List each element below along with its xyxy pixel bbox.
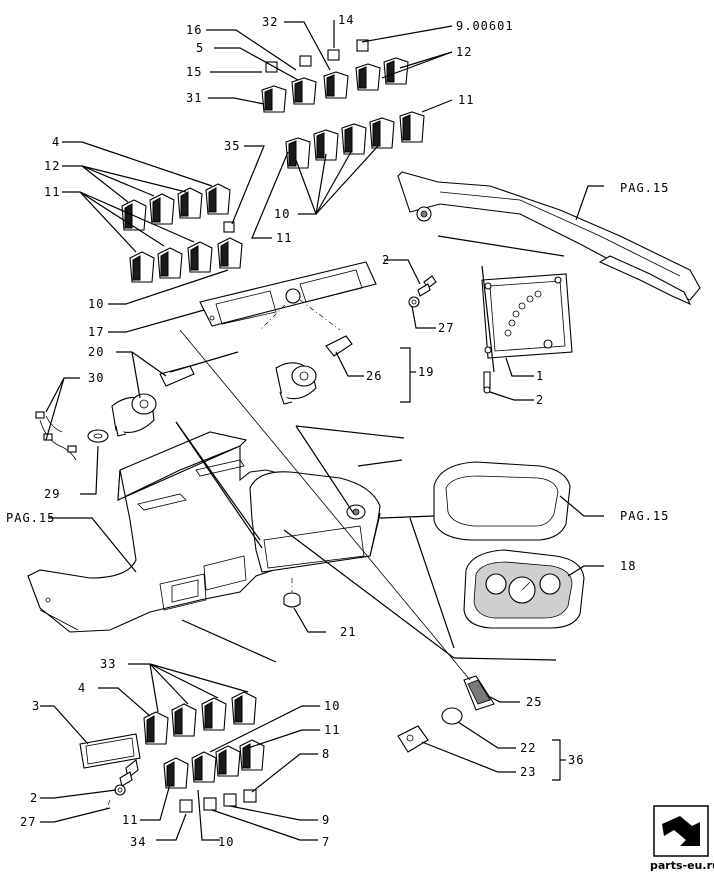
rocker-switch [285, 137, 311, 169]
callout-8: 8 [322, 747, 330, 761]
callout-19: 19 [418, 365, 434, 379]
small-plate [79, 733, 141, 811]
callout-30: 30 [88, 371, 104, 385]
callout-2: 2 [536, 393, 544, 407]
callout-27: 27 [20, 815, 36, 829]
callout-11: 11 [44, 185, 60, 199]
callout-15: 15 [186, 65, 202, 79]
next-page-arrow-icon[interactable] [653, 805, 709, 857]
callout-2: 2 [30, 791, 38, 805]
gauge-panel [481, 273, 573, 394]
callout-10: 10 [274, 207, 290, 221]
screw-and-washer [408, 275, 437, 308]
callout-7: 7 [322, 835, 330, 849]
callout-leaders [40, 20, 604, 841]
ignition-switch-left [111, 365, 195, 437]
callout-11: 11 [324, 723, 340, 737]
callout-20: 20 [88, 345, 104, 359]
callout-29: 29 [44, 487, 60, 501]
switch-symbol-cap-15 [265, 61, 278, 73]
callout-14: 14 [338, 13, 354, 27]
switch-symbol-cap-14 [327, 49, 340, 61]
callout-11: 11 [276, 231, 292, 245]
callout-21: 21 [340, 625, 356, 639]
switch-symbol-cap-900601 [356, 39, 369, 52]
callout-9-00601: 9.00601 [456, 19, 514, 33]
rubber-foot [283, 578, 301, 608]
callout-11: 11 [458, 93, 474, 107]
callout-35: 35 [224, 139, 240, 153]
callout-12: 12 [44, 159, 60, 173]
armrest-upper [397, 171, 701, 306]
switch-symbol-cap-5 [299, 55, 312, 67]
callout-pag-15: PAG.15 [620, 181, 669, 195]
callout-3: 3 [32, 699, 40, 713]
top-switch-cluster [261, 39, 425, 169]
callout-22: 22 [520, 741, 536, 755]
small-parts-right [397, 675, 495, 753]
rocker-switch [313, 129, 339, 161]
callout-32: 32 [262, 15, 278, 29]
callout-9: 9 [322, 813, 330, 827]
callout-2: 2 [382, 253, 390, 267]
callout-26: 26 [366, 369, 382, 383]
instrument-cluster [463, 549, 585, 629]
callout-10: 10 [324, 699, 340, 713]
bottom-switch-cluster [143, 691, 265, 813]
callout-18: 18 [620, 559, 636, 573]
callout-33: 33 [100, 657, 116, 671]
callout-10: 10 [88, 297, 104, 311]
rocker-switch [355, 63, 381, 91]
callout-17: 17 [88, 325, 104, 339]
instrument-cover [433, 461, 571, 541]
callout-27: 27 [438, 321, 454, 335]
callout-4: 4 [78, 681, 86, 695]
console-panel [27, 431, 381, 633]
callout-4: 4 [52, 135, 60, 149]
watermark: parts-eu.ru [650, 859, 714, 872]
rocker-switch [261, 85, 287, 113]
callout-36: 36 [568, 753, 584, 767]
callout-31: 31 [186, 91, 202, 105]
callout-1: 1 [536, 369, 544, 383]
callout-pag-15: PAG.15 [6, 511, 55, 525]
callout-11: 11 [122, 813, 138, 827]
left-switch-cluster [121, 183, 243, 283]
callout-labels: 16 32 14 9.00601 5 12 15 31 11 4 35 12 1… [6, 13, 669, 849]
ignition-switch [275, 335, 353, 405]
callout-10: 10 [218, 835, 234, 849]
callout-5: 5 [196, 41, 204, 55]
rocker-switch [341, 123, 367, 155]
callout-23: 23 [520, 765, 536, 779]
callout-34: 34 [130, 835, 146, 849]
rocker-switch [323, 71, 349, 99]
callout-16: 16 [186, 23, 202, 37]
rocker-switch [369, 117, 395, 149]
rocker-switch [383, 57, 409, 85]
callout-pag-15: PAG.15 [620, 509, 669, 523]
rocker-switch [399, 111, 425, 143]
callout-12: 12 [456, 45, 472, 59]
switch-faceplate [199, 261, 377, 331]
callout-25: 25 [526, 695, 542, 709]
rocker-switch [291, 77, 317, 105]
assembly-lines [169, 235, 565, 681]
